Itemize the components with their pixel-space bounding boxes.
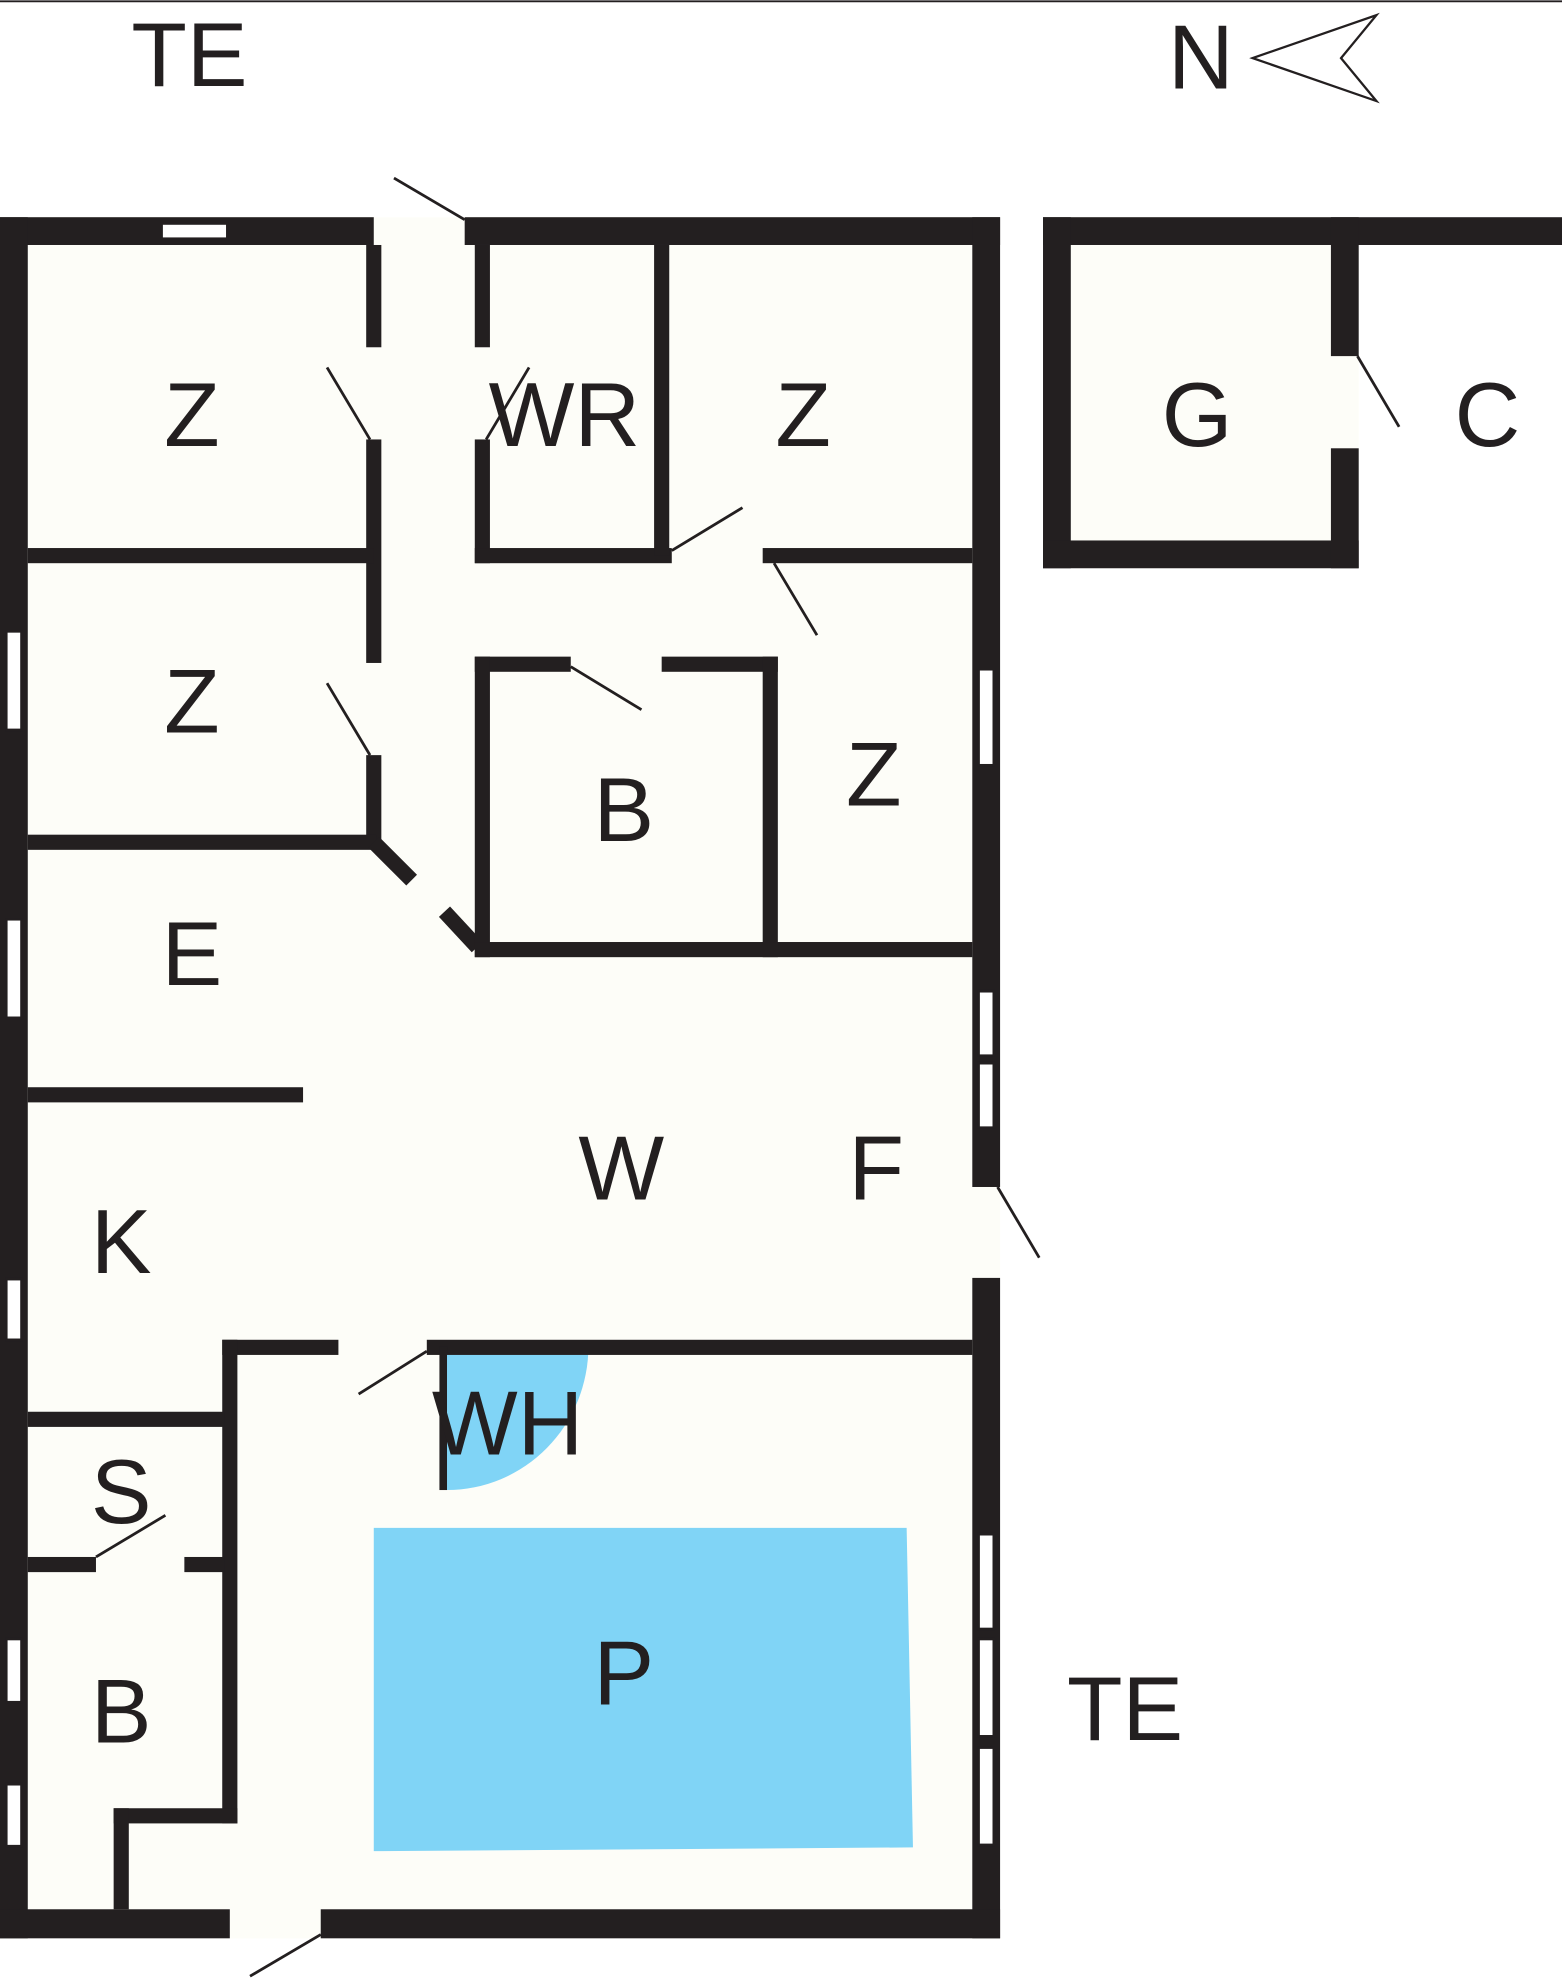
walls	[0, 217, 1562, 1939]
room-g: G	[1162, 365, 1233, 466]
room-z4: Z	[846, 725, 902, 826]
terrace-label-right: TE	[1067, 1659, 1183, 1760]
room-z2: Z	[775, 365, 831, 466]
whirlpool	[447, 1346, 589, 1491]
windows	[5, 222, 996, 1848]
compass: N	[1168, 7, 1380, 108]
room-c: C	[1455, 365, 1521, 466]
room-wh: WH	[432, 1374, 583, 1475]
room-wr: WR	[489, 365, 640, 466]
room-f: F	[849, 1119, 905, 1220]
room-z3: Z	[164, 651, 220, 752]
room-p: P	[593, 1624, 654, 1725]
room-w: W	[578, 1119, 664, 1220]
compass-label: N	[1168, 7, 1234, 108]
pool	[373, 1527, 913, 1852]
door-swings	[95, 176, 1401, 1978]
room-e: E	[162, 904, 223, 1005]
room-z1: Z	[164, 365, 220, 466]
garage-floor	[1043, 217, 1359, 569]
room-b1: B	[593, 760, 654, 861]
room-k: K	[91, 1192, 152, 1293]
room-s: S	[91, 1442, 152, 1543]
north-arrow-icon	[1249, 12, 1380, 104]
room-labels: TE Z WR Z G C Z B Z E W F K WH S P B TE	[91, 5, 1520, 1763]
room-b2: B	[91, 1662, 152, 1763]
terrace-label-top: TE	[131, 5, 247, 106]
